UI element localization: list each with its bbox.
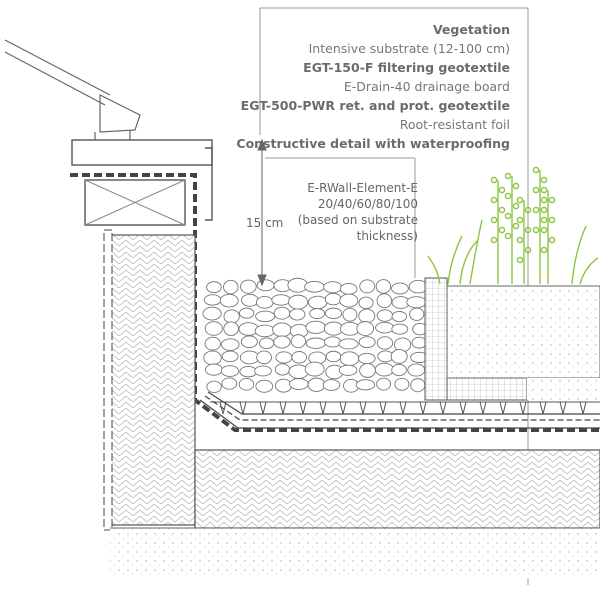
legend-item: Vegetation xyxy=(432,22,510,37)
ground-strip xyxy=(110,528,600,578)
parapet-wall xyxy=(109,234,196,526)
dimension-15cm xyxy=(257,138,416,287)
legend-item: Intensive substrate (12-100 cm) xyxy=(308,41,510,56)
element-note-line1: E-RWall-Element-E xyxy=(307,181,418,195)
legend-item: EGT-500-PWR ret. and prot. geotextile xyxy=(240,98,510,113)
element-note-line4: thickness) xyxy=(356,229,418,243)
dimension-label: 15 cm xyxy=(246,216,284,230)
railing xyxy=(4,39,141,140)
legend-item: Root-resistant foil xyxy=(399,117,510,132)
retaining-element xyxy=(424,277,448,401)
legend-item: E-Drain-40 drainage board xyxy=(343,79,510,94)
parapet-cap xyxy=(71,139,213,226)
legend-item: EGT-150-F filtering geotextile xyxy=(303,60,510,75)
vegetation xyxy=(427,166,599,285)
gravel-layer xyxy=(202,277,429,393)
protection-layers xyxy=(199,391,600,429)
legend-item: Constructive detail with waterproofing xyxy=(236,136,510,151)
element-note-line3: (based on substrate xyxy=(297,213,418,227)
roof-slab xyxy=(194,449,600,529)
element-note-line2: 20/40/60/80/100 xyxy=(317,197,418,211)
element-note: E-RWall-Element-E 20/40/60/80/100 (based… xyxy=(290,180,418,244)
substrate xyxy=(446,285,600,379)
drainage-board xyxy=(210,401,600,415)
